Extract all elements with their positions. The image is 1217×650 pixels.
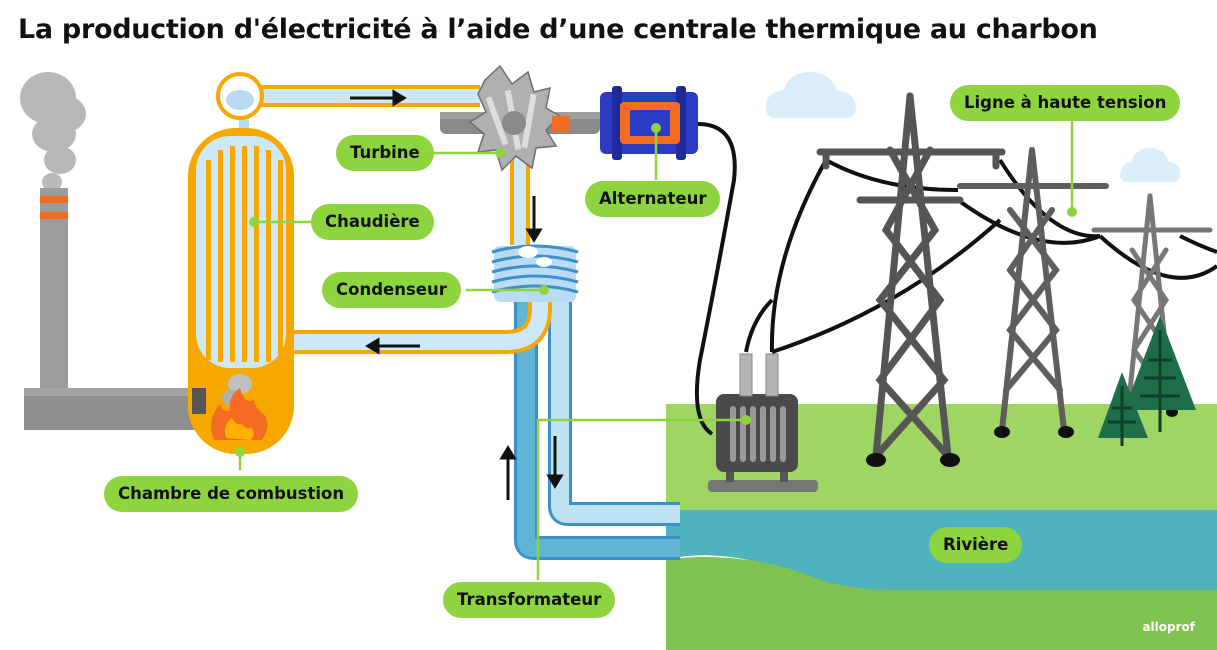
cloud-right (1120, 148, 1180, 182)
river-pipes (514, 300, 680, 560)
turbine (440, 64, 600, 172)
tower-mid (957, 147, 1109, 433)
boiler (188, 128, 294, 454)
label-turbine: Turbine (336, 135, 434, 171)
return-pipe (290, 290, 552, 354)
cloud-left (766, 72, 856, 118)
tower-feet (866, 407, 1178, 467)
label-chambre-combustion: Chambre de combustion (104, 476, 359, 512)
label-ligne-haute-tension: Ligne à haute tension (950, 85, 1181, 121)
label-transformateur: Transformateur (443, 582, 616, 618)
steam-pipe (239, 85, 530, 245)
condenser (491, 244, 579, 302)
tower-big (816, 92, 1006, 460)
label-chaudiere: Chaudière (311, 204, 434, 240)
trees (1098, 316, 1196, 446)
brand-logo: alloprof (1142, 620, 1195, 634)
fire (192, 374, 268, 440)
leader-dots (235, 123, 1077, 457)
label-condenseur: Condenseur (322, 272, 461, 308)
label-alternateur: Alternateur (585, 181, 721, 217)
diagram-title: La production d'électricité à l’aide d’u… (18, 14, 1098, 45)
chimney (24, 188, 196, 430)
smoke (20, 72, 86, 191)
label-riviere: Rivière (929, 527, 1023, 563)
alternator (600, 86, 698, 160)
cable-alternator (694, 122, 737, 436)
steam-dome (216, 72, 264, 120)
flow-arrows (350, 89, 564, 500)
leader-lines (238, 118, 1074, 580)
